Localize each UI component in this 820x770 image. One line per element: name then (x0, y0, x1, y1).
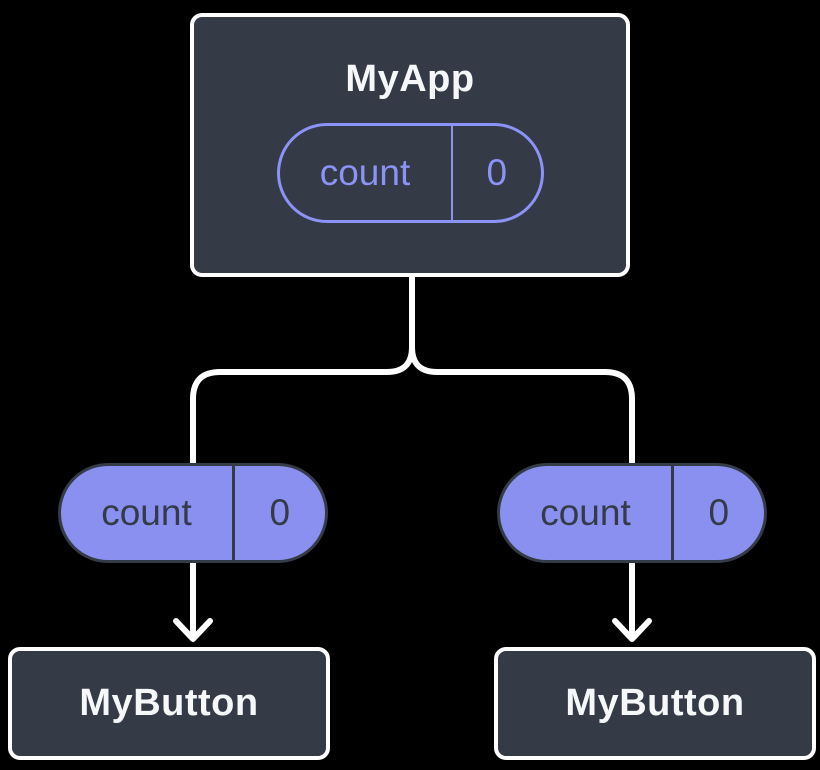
myapp-component-box: MyApp count 0 (190, 13, 630, 277)
prop-name: count (540, 492, 631, 533)
arrowhead-right-icon (612, 618, 652, 642)
prop-pill-left: count 0 (58, 463, 328, 563)
state-name: count (319, 152, 411, 193)
mybutton-component-box-right: MyButton (494, 647, 816, 760)
prop-name: count (101, 492, 192, 533)
arrowhead-left-icon (173, 618, 213, 642)
prop-pill-right: count 0 (497, 463, 767, 563)
mybutton-title: MyButton (79, 682, 259, 724)
connector-left-branch (190, 274, 415, 639)
state-value: 0 (486, 152, 508, 193)
mybutton-title: MyButton (565, 682, 745, 724)
prop-value: 0 (708, 492, 730, 533)
connector-right-branch (409, 274, 635, 639)
pill-divider (232, 466, 235, 560)
pill-divider (671, 466, 674, 560)
mybutton-component-box-left: MyButton (8, 647, 330, 760)
myapp-title: MyApp (345, 58, 475, 100)
prop-value: 0 (269, 492, 291, 533)
pill-divider (450, 126, 453, 220)
myapp-state-pill: count 0 (276, 123, 544, 223)
